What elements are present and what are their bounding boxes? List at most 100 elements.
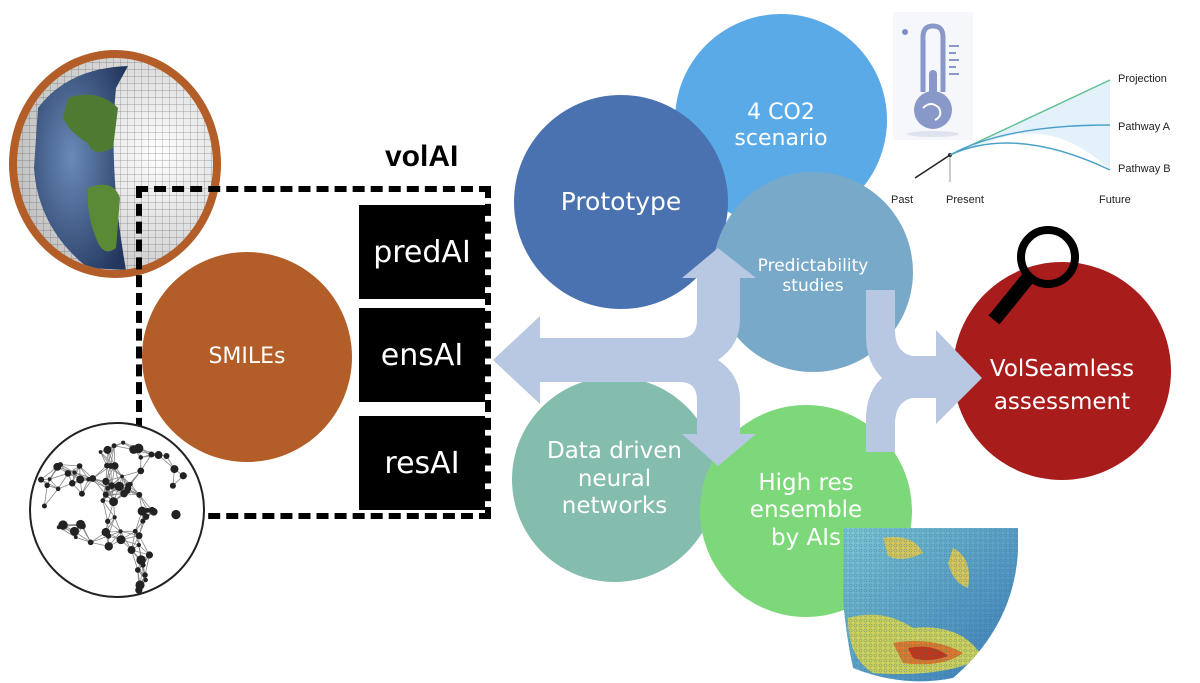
- magnifying-glass-icon: [988, 226, 1079, 325]
- brain-node: [105, 518, 111, 524]
- brain-node: [86, 477, 91, 482]
- volai-title: volAI: [385, 140, 459, 173]
- brain-edge: [114, 517, 121, 532]
- brain-node: [102, 477, 110, 486]
- brain-node: [76, 475, 85, 484]
- brain-edge: [44, 485, 48, 507]
- brain-node: [108, 482, 116, 490]
- brain-edge: [138, 535, 150, 556]
- series-label-pathway-a: Pathway A: [1118, 121, 1170, 133]
- brain-edge: [107, 520, 121, 532]
- brain-node: [145, 507, 151, 513]
- brain-node: [179, 472, 187, 480]
- brain-edge: [44, 488, 59, 507]
- brain-node: [136, 542, 142, 548]
- brain-node: [76, 519, 86, 529]
- brain-edge: [60, 464, 75, 473]
- brain-node: [72, 470, 77, 475]
- brain-node: [44, 482, 50, 489]
- brain-node: [154, 451, 163, 460]
- smiles-node: SMILEs: [142, 252, 352, 462]
- brain-node: [132, 528, 138, 534]
- brain-node: [69, 480, 76, 487]
- data-driven-node: Data driven neural networks: [512, 377, 717, 582]
- brain-node: [73, 535, 78, 540]
- arrow-to-volseamless: [866, 290, 982, 452]
- brain-node: [128, 481, 133, 487]
- brain-node: [148, 506, 156, 514]
- brain-node: [136, 555, 146, 565]
- brain-edge: [106, 465, 113, 486]
- brain-network-icon: [29, 422, 205, 598]
- thermometer-earth-icon: [893, 12, 973, 140]
- volseamless-node: VolSeamless assessment: [953, 262, 1171, 480]
- brain-node: [107, 462, 114, 469]
- brain-node: [140, 562, 146, 568]
- brain-node: [121, 440, 126, 445]
- brain-node: [120, 474, 124, 479]
- brain-node: [148, 451, 155, 458]
- prototype-label: Prototype: [560, 187, 682, 216]
- module-resai-label: resAI: [384, 445, 460, 481]
- past-line: [914, 154, 951, 179]
- brain-node: [102, 491, 109, 498]
- brain-node: [137, 506, 147, 516]
- module-predai: predAI: [359, 205, 485, 299]
- brain-node: [41, 503, 47, 509]
- brain-node: [135, 586, 143, 594]
- brain-node: [143, 577, 148, 583]
- arrow-to-ensai: [493, 248, 756, 466]
- brain-node: [120, 489, 128, 498]
- brain-node: [98, 450, 103, 454]
- brain-edge: [102, 500, 115, 518]
- brain-node: [137, 467, 145, 475]
- brain-node: [64, 470, 72, 477]
- brain-node: [89, 475, 97, 482]
- uncertainty-band: [950, 80, 1110, 170]
- brain-node: [103, 445, 112, 454]
- x-label-future: Future: [1099, 194, 1131, 206]
- x-label-past: Past: [891, 194, 914, 206]
- pathway-a-line: [949, 124, 1111, 156]
- brain-node: [114, 481, 124, 492]
- brain-node: [56, 525, 61, 530]
- scenario-projection-chart: [914, 79, 1111, 182]
- module-resai: resAI: [359, 416, 485, 510]
- high-res-label: High res ensemble by AIs: [749, 469, 863, 551]
- brain-edge: [92, 478, 107, 495]
- brain-node: [76, 463, 83, 469]
- series-label-pathway-b: Pathway B: [1118, 163, 1171, 175]
- brain-node: [170, 465, 179, 474]
- brain-node: [87, 539, 94, 546]
- module-ensai: ensAI: [359, 308, 485, 402]
- climate-globe-map-icon: [843, 528, 1018, 682]
- brain-node: [104, 542, 113, 551]
- brain-node: [109, 497, 119, 507]
- brain-node: [142, 513, 150, 520]
- brain-node: [38, 476, 45, 483]
- smiles-label: SMILEs: [208, 343, 286, 369]
- brain-edge: [102, 500, 109, 522]
- pathway-b-line: [949, 142, 1111, 171]
- brain-node: [124, 485, 132, 492]
- brain-node: [171, 509, 181, 520]
- series-label-projection: Projection: [1118, 73, 1167, 85]
- brain-node: [78, 490, 85, 497]
- x-label-present: Present: [946, 194, 984, 206]
- brain-edge: [90, 535, 109, 543]
- brain-node: [55, 486, 61, 492]
- volseamless-label: VolSeamless assessment: [989, 355, 1135, 415]
- brain-node: [134, 567, 141, 573]
- brain-node: [69, 526, 79, 536]
- brain-node: [57, 462, 63, 468]
- predictability-label: Predictability studies: [757, 256, 869, 297]
- brain-node: [169, 482, 176, 489]
- data-driven-label: Data driven neural networks: [546, 438, 682, 520]
- brain-node: [126, 489, 131, 494]
- brain-node: [47, 477, 52, 482]
- co2-scenario-label: 4 CO2 scenario: [734, 100, 828, 152]
- brain-node: [112, 515, 117, 520]
- brain-node: [140, 518, 146, 524]
- module-predai-label: predAI: [373, 234, 471, 270]
